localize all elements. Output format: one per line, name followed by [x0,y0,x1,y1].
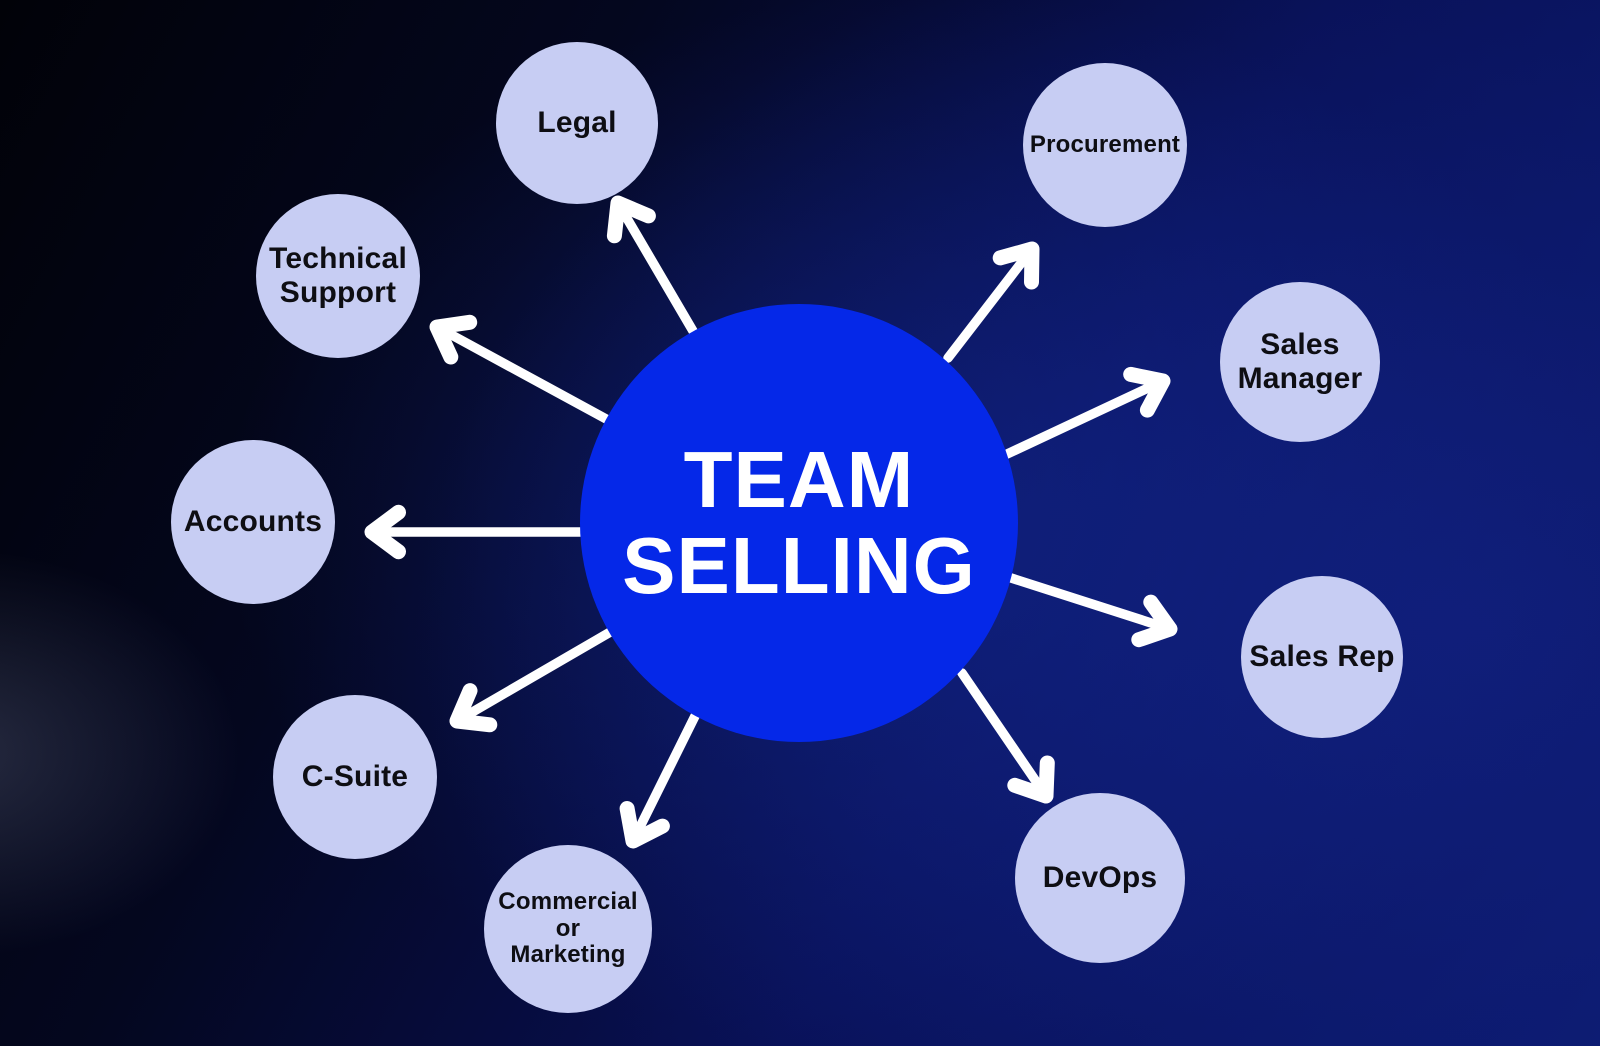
node-label-sales-rep: Sales Rep [1249,640,1395,674]
arrow-shaft-legal [615,202,698,336]
arrow-shaft-procurement [943,248,1034,363]
arrow-shaft-technical-support [436,324,613,425]
arrow-head-c-suite [449,683,498,733]
arrow-head-sales-rep [1131,594,1178,648]
arrow-head-legal [606,195,656,244]
node-label-accounts: Accounts [183,505,323,539]
arrow-shaft-devops [957,668,1048,797]
node-devops: DevOps [1015,793,1185,963]
node-c-suite: C-Suite [273,695,437,859]
node-legal: Legal [496,42,658,204]
node-label-procurement: Procurement [1029,130,1181,158]
arrow-head-sales-manager [1123,366,1171,418]
node-label-devops: DevOps [1042,861,1158,895]
node-label-legal: Legal [537,106,617,140]
arrow-shaft-sales-rep [1003,572,1170,633]
arrow-shaft-sales-manager [1000,378,1164,460]
arrow-shaft-c-suite [456,626,617,724]
node-procurement: Procurement [1023,63,1187,227]
node-commercial-or-marketing: Commercial or Marketing [484,845,652,1013]
node-label-technical-support: Technical Support [269,242,407,309]
node-label-commercial-or-marketing: Commercial or Marketing [498,887,638,969]
node-technical-support: Technical Support [256,194,420,358]
arrow-head-procurement [992,241,1040,290]
arrow-head-commercial-or-marketing [619,801,670,849]
node-accounts: Accounts [171,440,335,604]
arrow-head-technical-support [429,314,478,365]
arrow-shaft-commercial-or-marketing [630,703,704,842]
node-label-sales-manager: Sales Manager [1237,328,1363,395]
hub-team-selling: TEAM SELLING [580,304,1018,742]
hub-label: TEAM SELLING [622,434,976,610]
node-sales-rep: Sales Rep [1241,576,1403,738]
node-sales-manager: Sales Manager [1220,282,1380,442]
arrow-head-devops [1007,755,1055,804]
arrow-head-accounts [364,504,406,560]
node-label-c-suite: C-Suite [301,760,409,794]
